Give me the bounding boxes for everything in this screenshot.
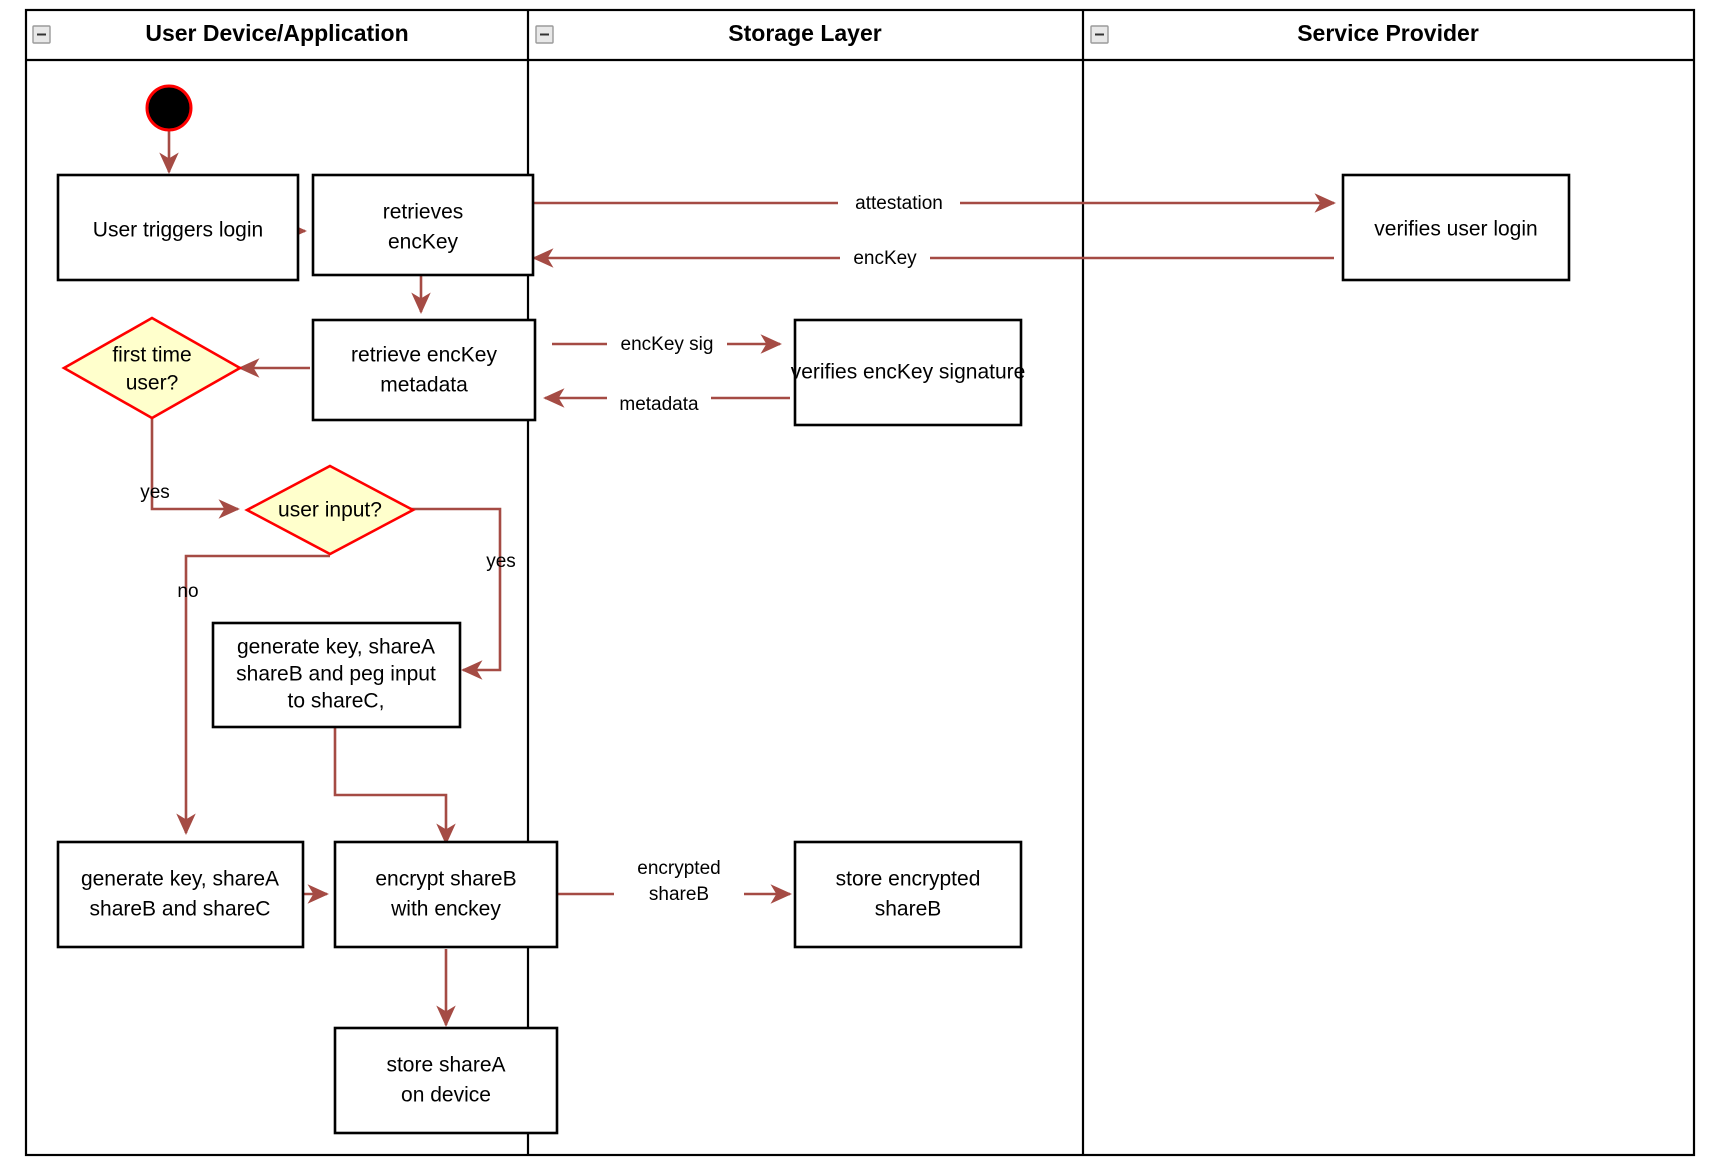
node-start[interactable] [145,84,193,132]
node-user-input[interactable]: user input? [244,464,416,556]
node-label: retrieve encKey [351,344,497,367]
lane-header-storage: Storage Layer [535,20,882,46]
edge-label-yes-userinput: yes [486,551,516,572]
node-verifies-enckey-signature[interactable]: verifies encKey signature [791,318,1026,427]
svg-text:shareB: shareB [649,884,709,905]
lane-header-user-device: User Device/Application [32,20,409,46]
node-label: generate key, shareA [237,636,435,659]
collapse-minus-icon[interactable] [535,25,554,44]
node-label: encrypt shareB [375,868,516,891]
node-label: encKey [388,231,459,254]
node-label: store encrypted [836,868,981,891]
node-label: to shareC, [288,690,385,713]
node-generate-key-peg[interactable]: generate key, shareA shareB and peg inpu… [211,621,462,729]
svg-text:attestation: attestation [855,193,943,214]
collapse-minus-icon[interactable] [32,25,51,44]
edge-userinput-no [176,554,330,835]
node-label: first time [112,344,191,367]
edge-label-no-userinput: no [177,581,198,602]
edge-firsttime-yes [150,413,240,519]
edge-label-attestation: attestation [838,190,960,216]
svg-text:encKey: encKey [853,248,917,269]
node-store-encrypted-shareb[interactable]: store encrypted shareB [793,840,1023,949]
collapse-minus-icon[interactable] [1090,25,1109,44]
lane-title-storage: Storage Layer [728,20,881,46]
node-label: User triggers login [93,219,263,242]
node-label: retrieves [383,201,464,224]
edge-label-encrypted-shareb: encrypted shareB [614,853,744,905]
edge-label-yes-firsttime: yes [140,482,170,503]
lane-title-service-provider: Service Provider [1297,20,1479,46]
node-store-sharea-on-device[interactable]: store shareA on device [333,1026,559,1135]
node-label: store shareA [386,1054,505,1077]
node-encrypt-shareb[interactable]: encrypt shareB with enckey [333,840,559,949]
lane-title-user-device: User Device/Application [145,20,408,46]
node-verifies-user-login[interactable]: verifies user login [1341,173,1571,282]
svg-text:encKey sig: encKey sig [621,334,714,355]
node-label: user input? [278,499,382,522]
node-label: with enckey [390,898,501,921]
svg-text:metadata: metadata [619,394,699,415]
node-label: shareB and shareC [90,898,271,921]
edge-label-enckey: encKey [840,245,930,271]
node-label: on device [401,1084,491,1107]
edge-peg-to-encrypt [333,727,456,845]
node-label: user? [126,372,179,395]
edge-userinput-yes [410,507,502,680]
node-first-time-user[interactable]: first time user? [61,316,243,420]
node-label: metadata [380,374,468,397]
node-retrieve-enckey-metadata[interactable]: retrieve encKey metadata [311,318,537,422]
node-retrieves-enckey[interactable]: retrieves encKey [311,173,535,277]
svg-text:encrypted: encrypted [637,858,720,879]
lane-header-service-provider: Service Provider [1090,20,1479,46]
node-label: verifies user login [1374,218,1537,241]
node-user-triggers-login[interactable]: User triggers login [56,173,300,282]
node-label: shareB and peg input [236,663,436,686]
edge-label-enckey-sig: encKey sig [607,331,727,357]
node-label: verifies encKey signature [791,361,1026,384]
edge-label-metadata: metadata [607,391,711,417]
node-label: generate key, shareA [81,868,279,891]
node-generate-key-sharec[interactable]: generate key, shareA shareB and shareC [56,840,305,949]
node-label: shareB [875,898,942,921]
